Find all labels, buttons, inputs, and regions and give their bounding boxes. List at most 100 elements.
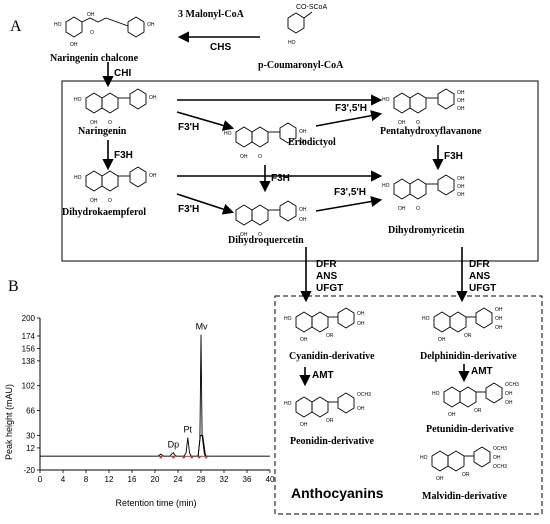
svg-text:OR: OR [474,408,482,414]
nar-to-erio-arrow [176,111,235,131]
integration-marker [182,455,186,459]
enzyme-dfr-right: DFR [469,259,490,270]
svg-text:OCH3: OCH3 [505,382,519,388]
svg-text:OR: OR [326,333,334,339]
enzyme-dfr-left: DFR [316,259,337,270]
x-tick-label: 36 [243,475,252,484]
label-eriodictyol: Eriodictyol [288,137,336,148]
svg-text:OH: OH [457,90,465,96]
enzyme-chi: CHI [114,68,132,79]
svg-text:O: O [90,30,94,36]
enzyme-amt-left: AMT [312,370,334,381]
anthocyanins-title: Anthocyanins [291,485,384,501]
enzyme-ans-left: ANS [316,271,338,282]
dhk-to-dhq-arrow [176,193,235,215]
y-tick-label: 200 [22,314,36,323]
y-tick-label: 12 [26,444,35,453]
svg-text:OH: OH [436,476,444,482]
anthocyanin-box [274,295,543,515]
svg-text:HO: HO [74,97,82,103]
svg-text:HO: HO [382,183,390,189]
svg-text:OH: OH [299,207,307,213]
svg-text:HO: HO [284,401,292,407]
integration-marker [204,455,208,459]
svg-text:O: O [108,198,112,204]
svg-text:OH: OH [457,176,465,182]
svg-text:OH: OH [448,412,456,418]
panel-a-letter: A [10,18,22,35]
enzyme-chs: CHS [210,42,232,53]
panel-b-letter: B [8,278,19,295]
svg-text:OH: OH [505,391,513,397]
svg-text:HO: HO [432,391,440,397]
enzyme-f3h-right: F3H [444,151,463,162]
enzyme-amt-right: AMT [471,366,493,377]
svg-text:OH: OH [457,192,465,198]
y-tick-label: 30 [26,431,35,440]
svg-text:HO: HO [288,40,296,46]
svg-text:OH: OH [457,106,465,112]
x-tick-label: 32 [220,475,229,484]
y-tick-label: -20 [23,466,35,475]
svg-text:HO: HO [224,209,232,215]
y-tick-label: 174 [22,332,36,341]
pentahydroxy-structure: HO OH OH OH OH O [382,88,465,126]
svg-text:OCH3: OCH3 [493,446,507,452]
svg-text:OH: OH [299,129,307,135]
svg-text:HO: HO [284,316,292,322]
svg-text:HO: HO [420,455,428,461]
svg-text:HO: HO [382,97,390,103]
svg-text:OH: OH [495,316,503,322]
integration-marker [190,455,194,459]
svg-text:HO: HO [422,316,430,322]
label-delphinidin: Delphinidin-derivative [420,351,517,362]
svg-text:OH: OH [357,321,365,327]
svg-text:O: O [258,154,262,160]
enzyme-f35h-b: F3',5'H [334,187,366,198]
label-dihydrokaempferol: Dihydrokaempferol [62,207,147,218]
svg-text:OCH3: OCH3 [493,464,507,470]
svg-text:OR: OR [464,333,472,339]
svg-text:OH: OH [457,98,465,104]
svg-text:OH: OH [300,422,308,428]
svg-text:OH: OH [87,12,95,18]
svg-text:OH: OH [457,184,465,190]
peak-label-dp: Dp [168,440,180,450]
label-peonidin: Peonidin-derivative [290,436,374,447]
svg-text:OH: OH [300,337,308,343]
svg-text:OH: OH [357,311,365,317]
svg-text:OH: OH [438,337,446,343]
svg-text:HO: HO [224,131,232,137]
enzyme-ans-right: ANS [469,271,491,282]
enzyme-f3h-b: F3'H [178,204,200,215]
svg-text:OH: OH [493,455,501,461]
svg-text:OH: OH [398,206,406,212]
flavanone-box [61,80,539,262]
integration-marker [197,455,201,459]
chart-xlabel: Retention time (min) [115,498,196,508]
svg-text:O: O [258,232,262,238]
label-naringenin: Naringenin [78,126,127,137]
y-tick-label: 138 [22,357,36,366]
enzyme-f35h-a: F3',5'H [335,103,367,114]
svg-text:O: O [416,120,420,126]
svg-text:OCH3: OCH3 [357,392,371,398]
erio-to-penta-arrow [315,110,383,127]
svg-text:OH: OH [240,154,248,160]
svg-text:OH: OH [505,400,513,406]
label-dihydroquercetin: Dihydroquercetin [228,235,304,246]
cyanidin-structure: HO OH OH OH OR [284,307,365,343]
label-malvidin: Malvidin-derivative [422,491,507,502]
x-tick-label: 24 [174,475,183,484]
svg-text:OH: OH [398,120,406,126]
